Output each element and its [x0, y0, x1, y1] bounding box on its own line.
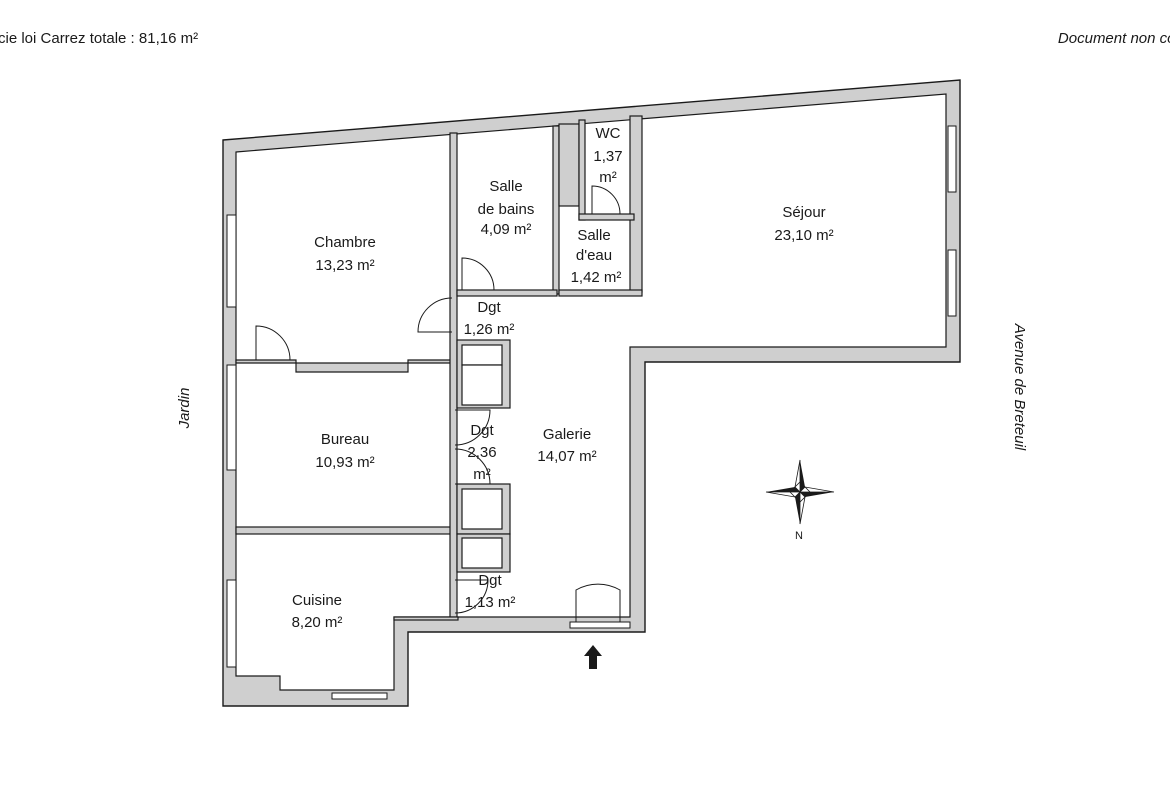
- door-chambre: [255, 325, 291, 361]
- garden-label: Jardin: [176, 388, 193, 430]
- room-sdb-name-1: Salle: [489, 178, 522, 195]
- wall-corridor-west: [449, 132, 458, 618]
- closet-1-inner: [461, 344, 503, 366]
- wall-wc-west: [578, 119, 586, 221]
- technical-duct: [558, 123, 580, 207]
- room-sde-name-2: d'eau: [576, 247, 612, 264]
- window-bureau: [226, 364, 237, 471]
- room-dgt3-area: 1,13 m²: [465, 594, 516, 611]
- room-cuisine-name: Cuisine: [292, 592, 342, 609]
- room-galerie-name: Galerie: [543, 426, 591, 443]
- wall-sdb-east: [552, 125, 560, 295]
- room-dgt2-name: Dgt: [470, 422, 494, 439]
- room-sde-area: 1,42 m²: [571, 269, 622, 286]
- wall-wc-bottom: [578, 213, 635, 221]
- door-cuisine-corridor: [454, 579, 489, 614]
- closet-1-inner-2: [461, 364, 503, 406]
- room-sejour-area: 23,10 m²: [774, 227, 833, 244]
- window-cuisine-south: [331, 692, 388, 700]
- room-dgt2-area-2: m²: [473, 466, 491, 483]
- room-galerie-area: 14,07 m²: [537, 448, 596, 465]
- wall-chambre-bureau: [235, 359, 453, 373]
- entrance-arrow-icon: [584, 645, 602, 669]
- window-sejour-2: [947, 249, 957, 317]
- room-chambre-name: Chambre: [314, 234, 376, 251]
- room-dgt1-name: Dgt: [477, 299, 501, 316]
- wall-sdb-bottom: [456, 289, 558, 297]
- total-surface-label: cie loi Carrez totale : 81,16 m²: [0, 30, 199, 47]
- door-chambre-corridor: [417, 297, 453, 333]
- window-cuisine: [226, 579, 237, 668]
- room-cuisine-area: 8,20 m²: [292, 614, 343, 631]
- compass-north-label: N: [795, 530, 803, 542]
- closet-3-inner: [461, 537, 503, 569]
- street-label: Avenue de Breteuil: [1011, 323, 1028, 451]
- room-chambre-area: 13,23 m²: [315, 257, 374, 274]
- room-wc-name: WC: [596, 125, 621, 142]
- room-sdb-area: 4,09 m²: [481, 221, 532, 238]
- room-wc-area-2: m²: [599, 169, 617, 186]
- wall-sde-bottom: [558, 289, 643, 297]
- room-bureau-name: Bureau: [321, 431, 369, 448]
- compass-rose-icon: [765, 459, 835, 525]
- wall-bureau-cuisine: [235, 526, 455, 535]
- room-bureau-area: 10,93 m²: [315, 454, 374, 471]
- room-sde-name-1: Salle: [577, 227, 610, 244]
- floor-interior: [235, 93, 947, 691]
- door-wc: [591, 185, 621, 215]
- room-wc-area-1: 1,37: [593, 148, 622, 165]
- room-sejour-name: Séjour: [782, 204, 825, 221]
- window-chambre: [226, 214, 237, 308]
- room-dgt3-name: Dgt: [478, 572, 502, 589]
- window-sejour-1: [947, 125, 957, 193]
- wall-wc-east: [629, 115, 643, 293]
- room-dgt2-area-1: 2,36: [467, 444, 496, 461]
- room-dgt1-area: 1,26 m²: [464, 321, 515, 338]
- wall-cuisine-notch: [393, 616, 459, 621]
- closet-2-inner: [461, 488, 503, 530]
- room-sdb-name-2: de bains: [478, 201, 535, 218]
- door-entrance: [575, 583, 621, 622]
- window-entrance: [569, 621, 631, 629]
- disclaimer-label: Document non cont: [1057, 30, 1170, 47]
- door-salle-de-bains: [461, 257, 495, 291]
- door-bureau: [454, 409, 491, 485]
